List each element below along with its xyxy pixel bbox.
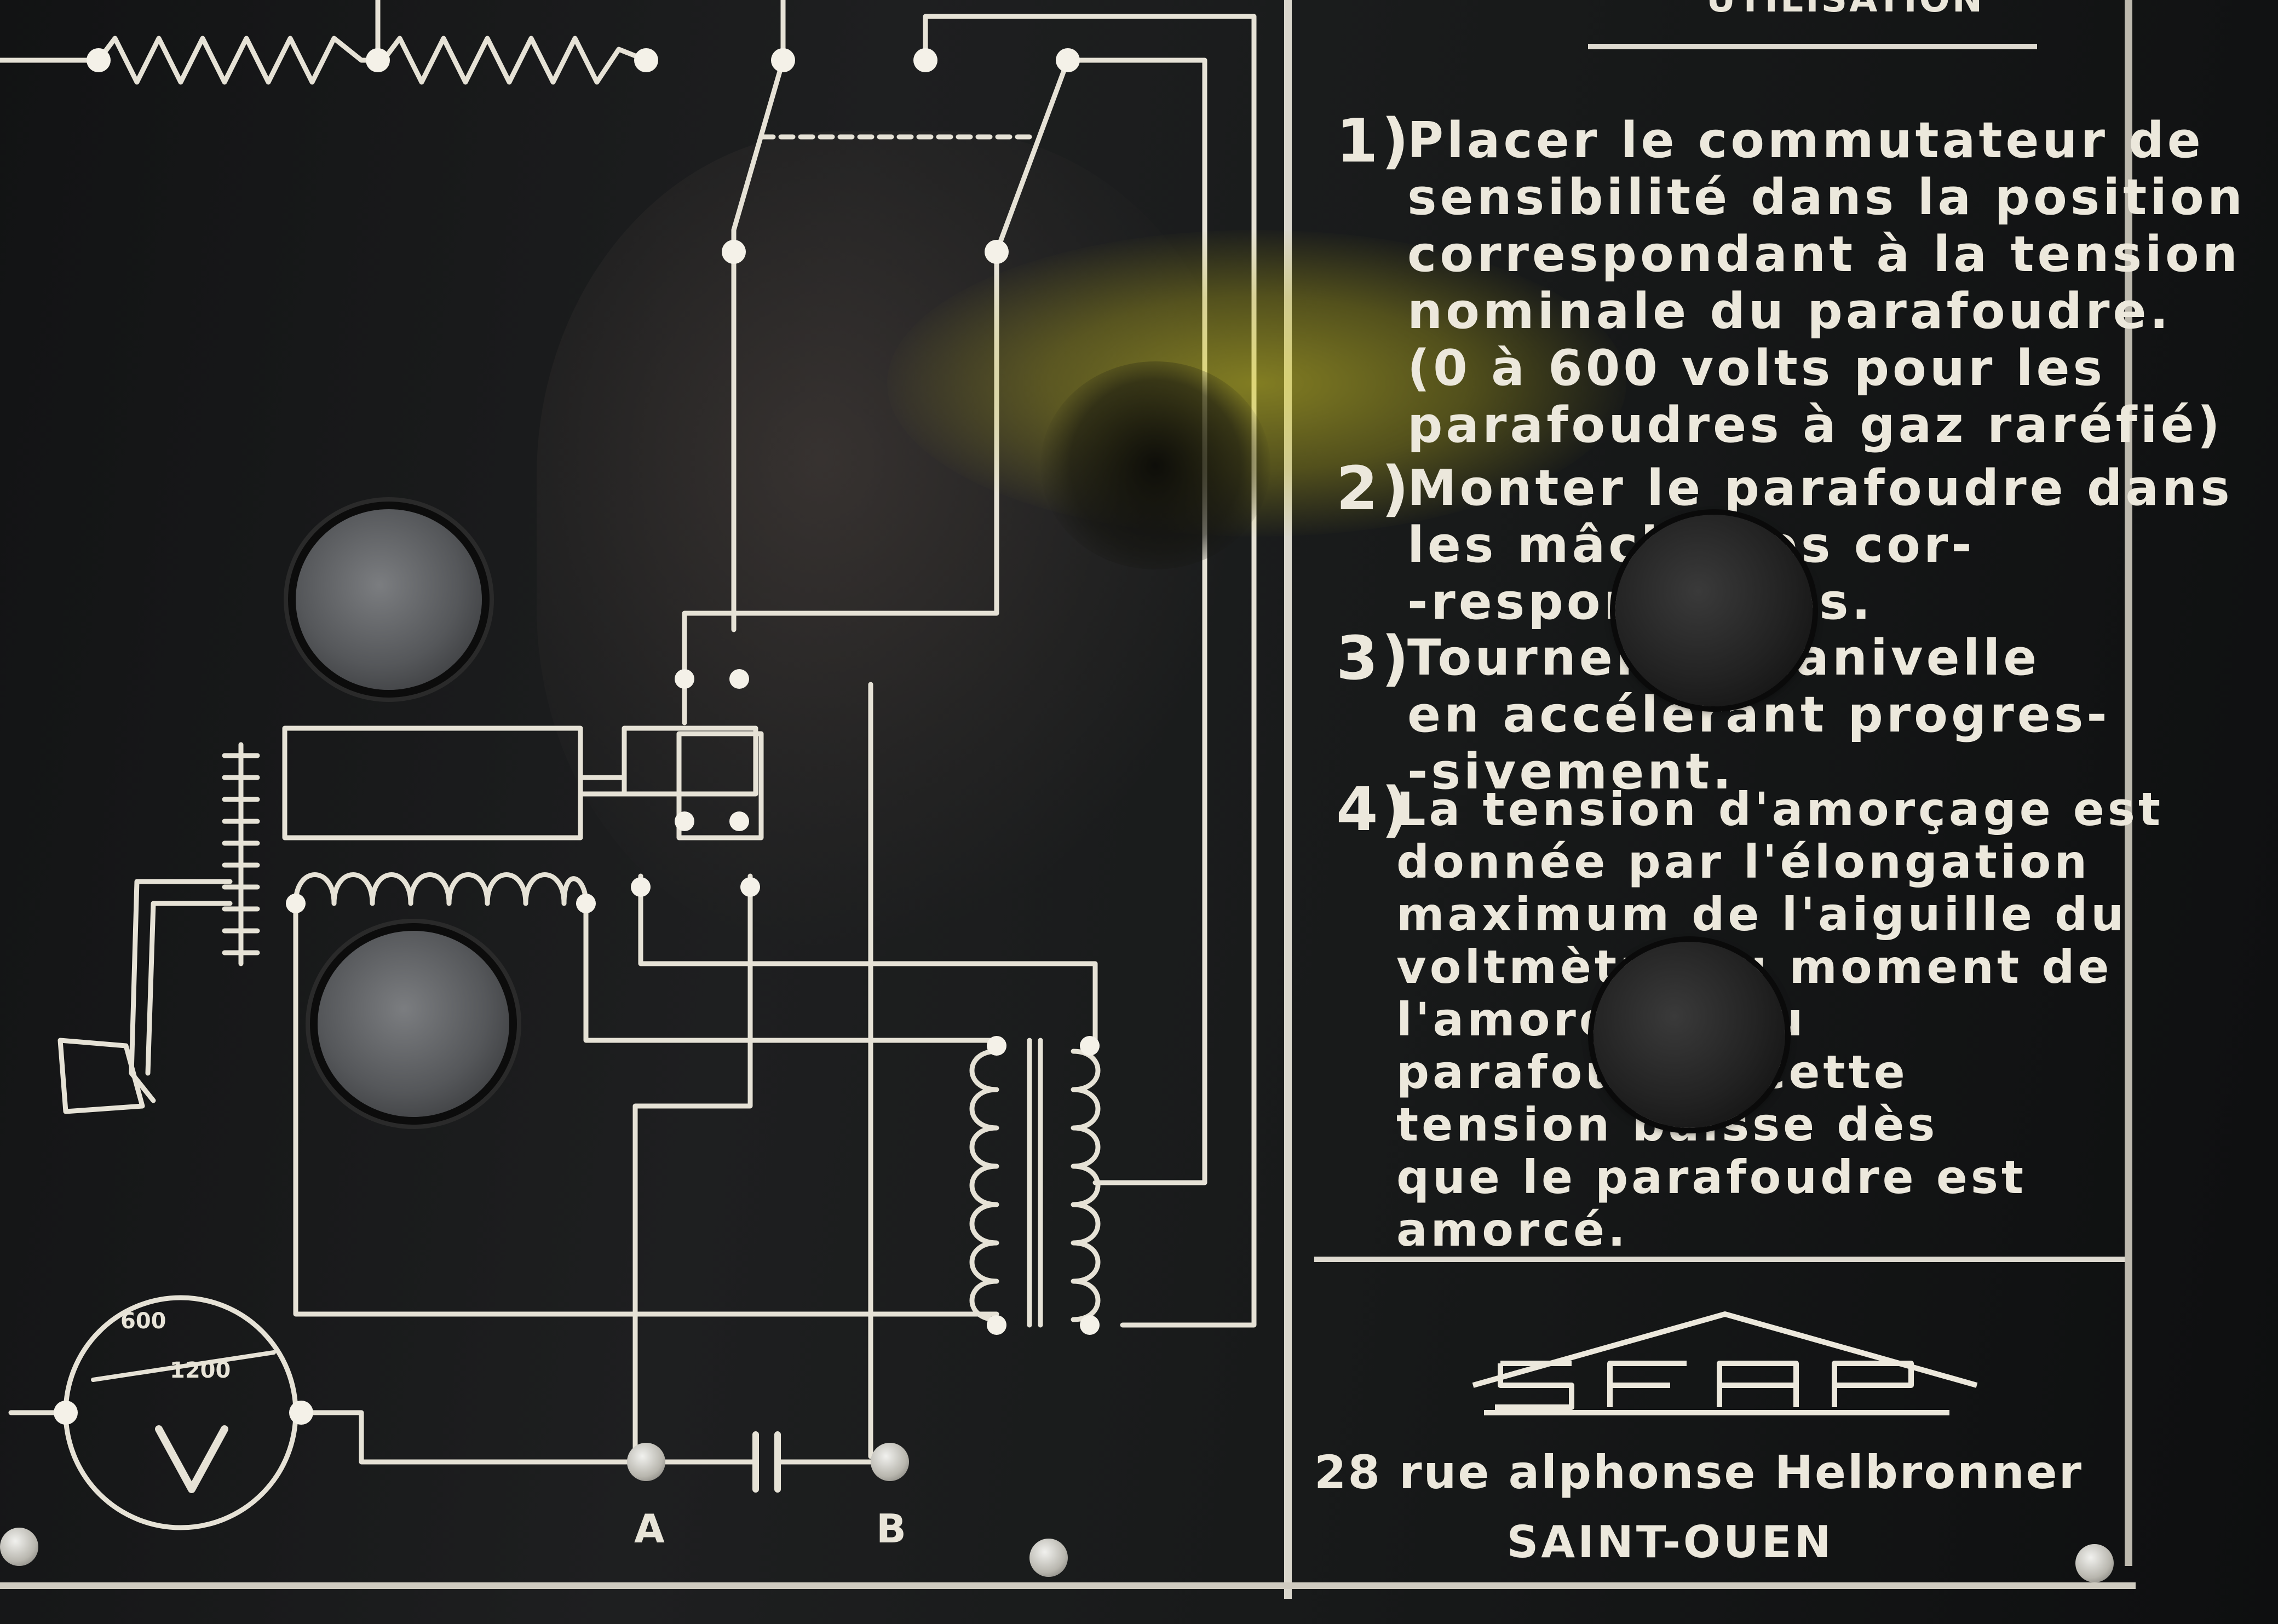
step-line: nominale du parafoudre. xyxy=(1407,283,2172,340)
step-line: parafoudres à gaz raréfié) xyxy=(1407,396,2223,454)
panel-frame-right xyxy=(2125,0,2132,1566)
resistor-chain xyxy=(0,36,649,85)
step-line: tension baisse dès xyxy=(1396,1098,1938,1151)
step-line: donnée par l'élongation xyxy=(1396,835,2091,889)
step-line: maximum de l'aiguille du xyxy=(1396,888,2127,941)
right-lower-knob[interactable] xyxy=(1594,942,1785,1128)
heading-underline xyxy=(1588,44,2037,49)
step-line: amorcé. xyxy=(1396,1203,1629,1257)
step-line: Placer le commutateur de xyxy=(1407,112,2204,169)
terminal-a-label: A xyxy=(634,1506,665,1552)
step-line: sensibilité dans la position xyxy=(1407,169,2246,226)
terminal-b-label: B xyxy=(876,1506,906,1552)
right-upper-knob[interactable] xyxy=(1615,515,1813,706)
mounting-screw xyxy=(1029,1539,1068,1577)
step-number: 2) xyxy=(1336,453,1412,523)
step-line: -sivement. xyxy=(1407,743,1735,801)
step-number: 4) xyxy=(1336,774,1412,844)
instructions-heading: UTILISATION xyxy=(1621,0,2070,20)
step-line: les mâchoires cor- xyxy=(1407,516,1975,574)
lens-reflection xyxy=(1040,361,1270,569)
terminal-a-post[interactable] xyxy=(627,1443,665,1481)
mounting-screw xyxy=(0,1528,38,1566)
step-line: La tension d'amorçage est xyxy=(1396,782,2164,836)
manufacturer-city: SAINT-OUEN xyxy=(1506,1517,1834,1568)
terminal-b-post[interactable] xyxy=(871,1443,909,1481)
step-number: 3) xyxy=(1336,623,1412,693)
step-line: que le parafoudre est xyxy=(1396,1150,2027,1204)
step-line: Monter le parafoudre dans xyxy=(1407,459,2233,517)
step-number: 1) xyxy=(1336,106,1412,176)
left-lower-knob[interactable] xyxy=(318,931,509,1117)
step-line: correspondant à la tension xyxy=(1407,226,2241,283)
sfap-logo xyxy=(1472,1311,1978,1415)
footer-divider xyxy=(1314,1257,2125,1262)
meter-range-top: 600 xyxy=(120,1309,166,1334)
step-line: -respondantes. xyxy=(1407,574,2233,631)
step-line: voltmètre au moment de xyxy=(1396,940,2113,994)
circuit-schematic xyxy=(0,0,1257,1530)
left-upper-knob[interactable] xyxy=(296,509,482,690)
manufacturer-address: 28 rue alphonse Helbronner xyxy=(1314,1446,2084,1499)
meter-unit: V xyxy=(172,1407,228,1490)
mounting-screw xyxy=(2075,1544,2114,1582)
instruction-step-1: 1) Placer le commutateur de sensibilité … xyxy=(1336,106,2242,463)
meter-range-bottom: 1200 xyxy=(170,1358,231,1383)
step-line: (0 à 600 volts pour les xyxy=(1407,339,2106,397)
panel-frame-bottom xyxy=(0,1582,2136,1589)
